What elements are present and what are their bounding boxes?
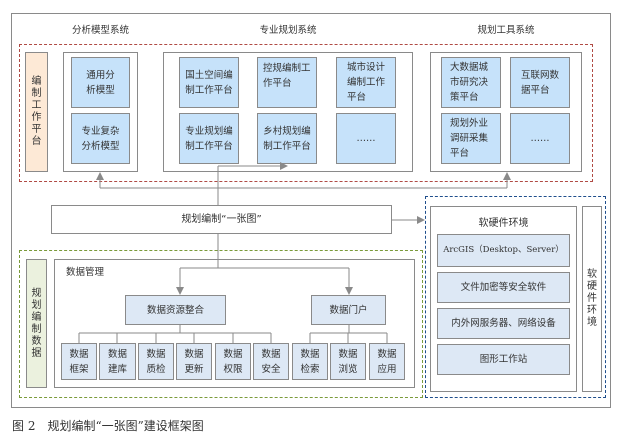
environment-region: [425, 196, 606, 398]
box-data-update[interactable]: 数据更新: [176, 343, 212, 380]
box-special-planning-platform[interactable]: 专业规划编制工作平台: [179, 113, 239, 164]
box-data-security[interactable]: 数据安全: [253, 343, 289, 380]
box-servers-network[interactable]: 内外网服务器、网络设备: [437, 308, 570, 339]
environment-title: 软硬件环境: [478, 218, 529, 229]
group-title-tools: 规划工具系统: [477, 25, 535, 36]
data-management-title-text: 数据管理: [66, 267, 105, 278]
box-text: 互联网数据平台: [521, 69, 560, 96]
box-text: ArcGIS（Desktop、Server）: [443, 245, 564, 255]
box-text: 数据门户: [329, 304, 368, 316]
box-text: 数据资源整合: [146, 304, 204, 316]
side-label-editing-platform: 编制工作平台: [25, 52, 48, 172]
box-text: 数据安全: [261, 348, 281, 375]
box-text: 国土空间编制工作平台: [185, 69, 233, 96]
box-data-framework[interactable]: 数据框架: [61, 343, 97, 380]
box-rural-planning-platform[interactable]: 乡村规划编制工作平台: [257, 113, 317, 164]
box-text: 数据检索: [300, 348, 320, 375]
box-text: 数据质检: [146, 348, 166, 375]
box-text: 数据浏览: [338, 348, 358, 375]
data-integration-box[interactable]: 数据资源整合: [125, 295, 226, 325]
box-text: 城市设计编制工作平台: [347, 62, 386, 103]
box-text: 乡村规划编制工作平台: [263, 125, 311, 152]
planning-one-map-box[interactable]: 规划编制“一张图”: [51, 205, 392, 234]
planning-data-region: [19, 250, 423, 398]
side-label-planning-data-text: 规划编制数据: [31, 287, 42, 359]
box-more-tools[interactable]: ……: [510, 113, 570, 164]
figure-caption: 图 2 规划编制“一张图”建设框架图: [12, 419, 204, 433]
side-label-environment-text: 软硬件环境: [587, 269, 597, 328]
box-data-application[interactable]: 数据应用: [369, 343, 405, 380]
box-graphics-workstation[interactable]: 图形工作站: [437, 344, 570, 375]
group-title-planning: 专业规划系统: [259, 25, 317, 36]
box-data-quality[interactable]: 数据质检: [138, 343, 174, 380]
box-text: 图形工作站: [479, 354, 528, 365]
box-bigdata-platform[interactable]: 大数据城市研究决策平台: [441, 57, 501, 108]
box-data-browse[interactable]: 数据浏览: [330, 343, 366, 380]
box-regulatory-platform[interactable]: 控规编制工作平台: [257, 57, 317, 108]
box-urban-design-platform[interactable]: 城市设计编制工作平台: [336, 57, 396, 108]
box-text: 数据建库: [107, 348, 127, 375]
box-text: ……: [356, 133, 376, 144]
box-text: ……: [530, 133, 550, 144]
box-data-permission[interactable]: 数据权限: [215, 343, 251, 380]
box-complex-analysis-model[interactable]: 专业复杂分析模型: [71, 113, 130, 164]
box-more-planning[interactable]: ……: [336, 113, 396, 164]
box-security-software[interactable]: 文件加密等安全软件: [437, 272, 570, 303]
box-general-analysis-model[interactable]: 通用分析模型: [71, 57, 130, 108]
box-text: 数据框架: [69, 348, 89, 375]
box-text: 规划外业调研采集平台: [450, 118, 489, 159]
box-data-search[interactable]: 数据检索: [292, 343, 328, 380]
side-label-environment: 软硬件环境: [582, 206, 602, 392]
box-arcgis[interactable]: ArcGIS（Desktop、Server）: [437, 234, 570, 267]
side-label-planning-data: 规划编制数据: [26, 259, 47, 388]
box-text: 数据权限: [223, 348, 243, 375]
box-text: 文件加密等安全软件: [460, 282, 547, 293]
box-field-survey-platform[interactable]: 规划外业调研采集平台: [441, 113, 501, 164]
box-text: 专业规划编制工作平台: [185, 125, 233, 152]
box-data-warehouse[interactable]: 数据建库: [99, 343, 136, 380]
box-internet-data-platform[interactable]: 互联网数据平台: [510, 57, 570, 108]
outer-frame: [11, 13, 611, 408]
box-text: 专业复杂分析模型: [81, 125, 120, 152]
box-text: 规划编制“一张图”: [181, 214, 262, 225]
data-portal-box[interactable]: 数据门户: [311, 295, 386, 325]
box-territorial-platform[interactable]: 国土空间编制工作平台: [179, 57, 239, 108]
side-label-editing-platform-text: 编制工作平台: [31, 76, 42, 147]
box-text: 控规编制工作平台: [263, 62, 311, 89]
editing-platform-region: [19, 44, 593, 182]
box-text: 数据更新: [184, 348, 204, 375]
box-text: 内外网服务器、网络设备: [451, 318, 556, 329]
group-title-analysis: 分析模型系统: [71, 25, 129, 36]
box-text: 大数据城市研究决策平台: [450, 62, 489, 103]
box-text: 数据应用: [377, 348, 397, 375]
box-text: 通用分析模型: [86, 69, 115, 96]
